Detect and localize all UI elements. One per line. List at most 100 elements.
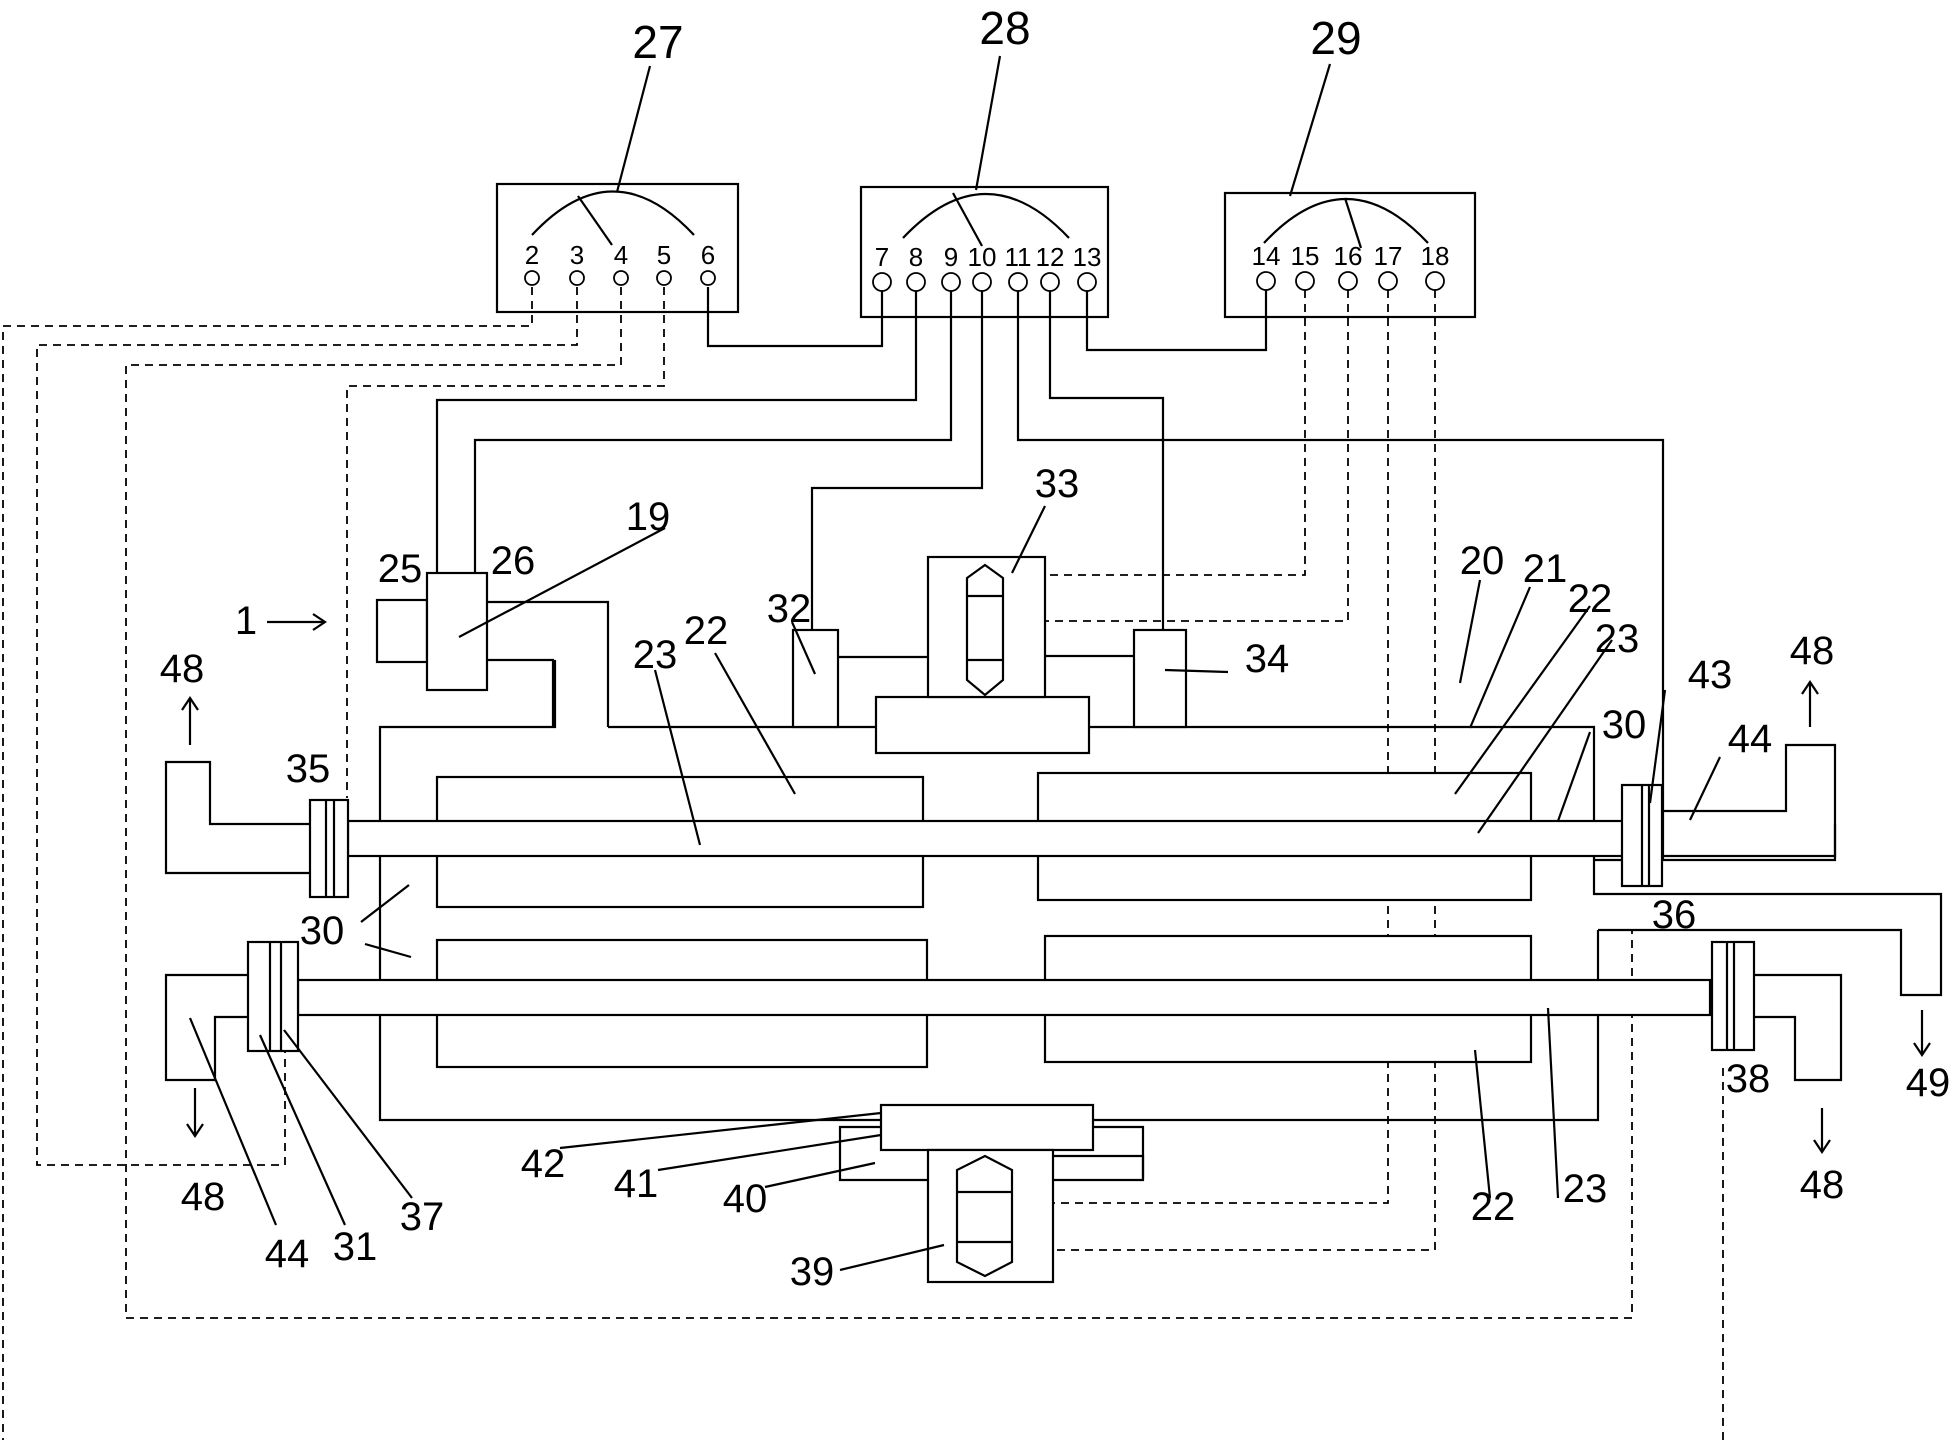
component-32 xyxy=(791,628,840,729)
arrow-down-left-icon xyxy=(186,1088,204,1138)
label-49: 49 xyxy=(1906,1061,1951,1105)
lower-assembly xyxy=(164,934,1843,1082)
meter-29: 14 15 16 17 18 29 xyxy=(1223,12,1477,319)
terminal-17 xyxy=(1378,271,1398,291)
terminal-18-label: 18 xyxy=(1421,241,1450,271)
flow-arrows xyxy=(181,613,1931,1154)
label-35: 35 xyxy=(286,747,331,791)
label-43: 43 xyxy=(1688,653,1733,697)
arrow-right-1-icon xyxy=(267,613,327,631)
meter-29-terminals: 14 15 16 17 18 xyxy=(1252,241,1450,291)
label-20: 20 xyxy=(1460,539,1505,583)
terminal-9-label: 9 xyxy=(944,242,958,272)
label-19: 19 xyxy=(626,495,671,539)
meter-29-label: 29 xyxy=(1310,12,1361,64)
flange-35 xyxy=(308,798,350,899)
shaft-upper xyxy=(346,819,1630,858)
terminal-5-label: 5 xyxy=(657,240,671,270)
terminal-10 xyxy=(972,272,992,292)
label-34: 34 xyxy=(1245,637,1290,681)
terminal-11-label: 11 xyxy=(1005,242,1032,272)
arrow-up-right-icon xyxy=(1801,680,1819,727)
terminal-15 xyxy=(1295,271,1315,291)
label-48-bottom-left: 48 xyxy=(181,1175,226,1219)
crystal-33 xyxy=(965,563,1005,697)
terminal-14 xyxy=(1256,271,1276,291)
terminal-16 xyxy=(1338,271,1358,291)
label-1: 1 xyxy=(235,599,257,643)
terminal-18 xyxy=(1425,271,1445,291)
component-26 xyxy=(425,571,489,692)
label-48-bottom-right: 48 xyxy=(1800,1163,1845,1207)
terminal-15-label: 15 xyxy=(1291,241,1320,271)
bottom-components xyxy=(838,1103,1145,1284)
terminal-8-label: 8 xyxy=(909,242,923,272)
meter-27-terminals: 2 3 4 5 6 xyxy=(524,240,716,286)
meter-28-label: 28 xyxy=(979,2,1030,54)
arrow-up-left-icon xyxy=(181,696,199,745)
terminal-4-label: 4 xyxy=(614,240,628,270)
label-22-upper-left: 22 xyxy=(684,609,729,653)
terminal-12-label: 12 xyxy=(1036,242,1065,272)
label-30-left: 30 xyxy=(300,909,345,953)
terminal-7 xyxy=(872,272,892,292)
flange-31-37 xyxy=(246,940,300,1053)
terminal-2-label: 2 xyxy=(525,240,539,270)
plate-42 xyxy=(879,1103,1095,1152)
terminal-7-label: 7 xyxy=(875,242,889,272)
label-36: 36 xyxy=(1652,893,1697,937)
label-25: 25 xyxy=(378,547,423,591)
label-22-lower: 22 xyxy=(1471,1185,1516,1229)
shaft-lower xyxy=(296,978,1712,1017)
terminal-10-label: 10 xyxy=(968,242,997,272)
terminal-13-label: 13 xyxy=(1073,242,1102,272)
crystal-39 xyxy=(955,1154,1014,1278)
label-26: 26 xyxy=(491,539,536,583)
terminal-6 xyxy=(700,270,716,286)
arrow-down-right-48-icon xyxy=(1813,1108,1831,1154)
terminal-9 xyxy=(941,272,961,292)
base-plate-top xyxy=(874,695,1091,755)
label-23-upper-left: 23 xyxy=(633,633,678,677)
label-23-upper-right: 23 xyxy=(1595,617,1640,661)
terminal-4 xyxy=(613,270,629,286)
label-41: 41 xyxy=(614,1162,659,1206)
meter-27-label: 27 xyxy=(632,16,683,68)
label-32: 32 xyxy=(767,587,812,631)
part-labels: 1 19 25 26 23 22 32 33 34 20 21 22 23 30… xyxy=(160,462,1951,1294)
component-34 xyxy=(1132,628,1188,729)
label-48-top-right: 48 xyxy=(1790,629,1835,673)
terminal-11 xyxy=(1008,272,1028,292)
meter-27: 2 3 4 5 6 27 xyxy=(495,16,740,314)
label-39: 39 xyxy=(790,1250,835,1294)
label-22-upper-right: 22 xyxy=(1568,577,1613,621)
terminal-3-label: 3 xyxy=(570,240,584,270)
label-48-top-left: 48 xyxy=(160,647,205,691)
label-38: 38 xyxy=(1726,1057,1771,1101)
meter-28: 7 8 9 10 11 12 13 28 xyxy=(859,2,1110,319)
component-25 xyxy=(375,598,429,664)
top-components xyxy=(375,555,1188,755)
upper-assembly xyxy=(164,743,1943,997)
terminal-6-label: 6 xyxy=(701,240,715,270)
terminal-17-label: 17 xyxy=(1374,241,1403,271)
label-31: 31 xyxy=(333,1225,378,1269)
arrow-down-49-icon xyxy=(1913,1010,1931,1057)
label-37: 37 xyxy=(400,1195,445,1239)
terminal-13 xyxy=(1077,272,1097,292)
label-44-left: 44 xyxy=(265,1232,310,1276)
label-40: 40 xyxy=(723,1177,768,1221)
terminal-12 xyxy=(1040,272,1060,292)
label-30-right: 30 xyxy=(1602,703,1647,747)
label-44-right: 44 xyxy=(1728,717,1773,761)
label-42: 42 xyxy=(521,1142,566,1186)
solid-wires xyxy=(435,287,1665,1178)
terminal-8 xyxy=(906,272,926,292)
meter-28-terminals: 7 8 9 10 11 12 13 xyxy=(872,242,1102,292)
label-21: 21 xyxy=(1523,547,1568,591)
leader-lines xyxy=(188,505,1721,1272)
label-23-lower: 23 xyxy=(1563,1167,1608,1211)
terminal-5 xyxy=(656,270,672,286)
dashed-wires xyxy=(2,287,1724,1440)
